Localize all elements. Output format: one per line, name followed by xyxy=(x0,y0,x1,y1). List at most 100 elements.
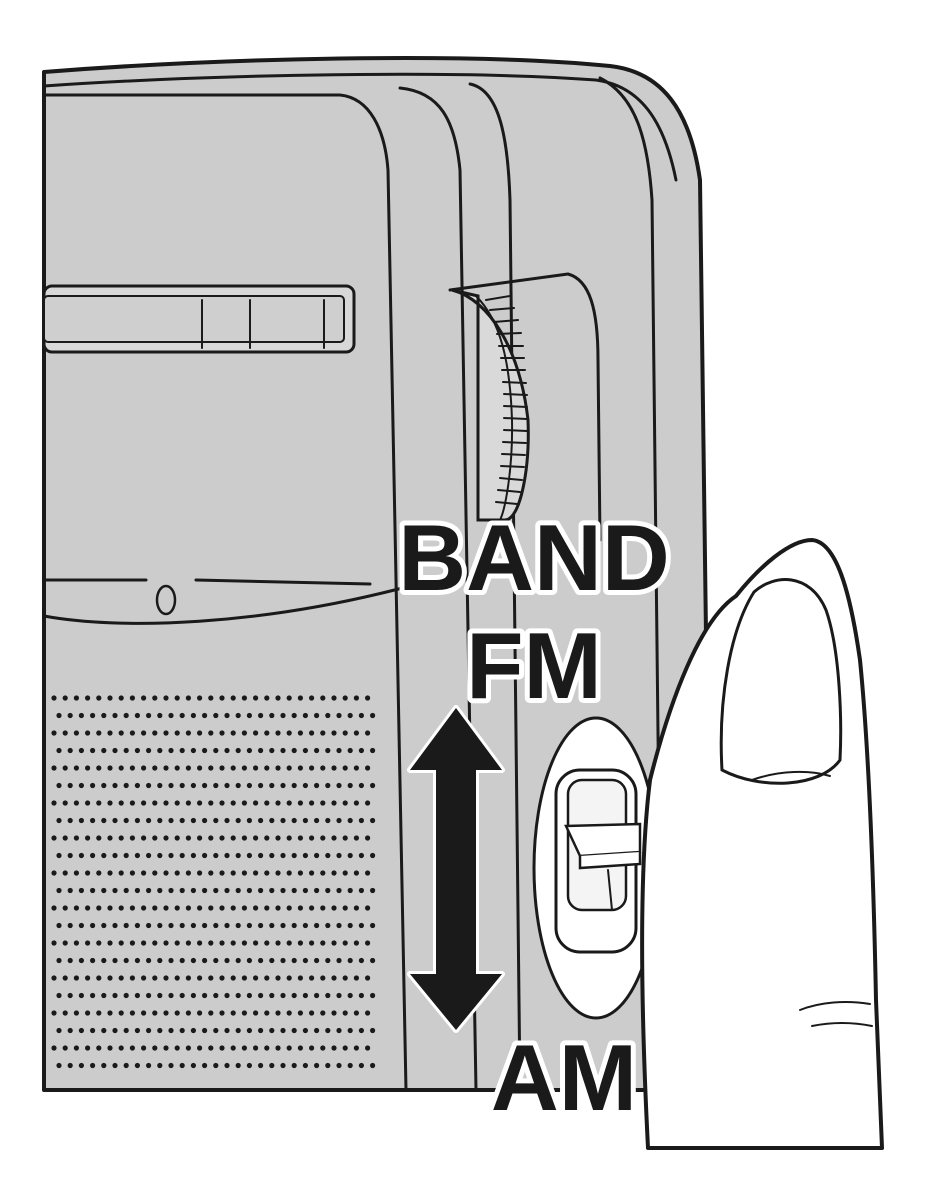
grille-hole xyxy=(190,992,196,999)
grille-hole xyxy=(235,887,241,894)
grille-hole xyxy=(129,905,135,911)
grille-hole xyxy=(118,940,124,946)
grille-hole xyxy=(146,922,152,929)
grille-hole xyxy=(141,765,147,771)
grille-hole xyxy=(286,695,292,701)
grille-hole xyxy=(297,765,303,771)
grille-hole xyxy=(168,887,174,894)
grille-hole xyxy=(208,1045,214,1051)
grille-hole xyxy=(157,992,163,999)
grille-hole xyxy=(269,712,275,719)
grille-hole xyxy=(141,940,147,946)
fingernail xyxy=(719,578,843,785)
grille-hole xyxy=(331,1010,337,1016)
grille-hole xyxy=(112,922,118,929)
grille-hole xyxy=(246,992,252,999)
grille-hole xyxy=(365,1045,371,1051)
grille-hole xyxy=(219,730,225,736)
grille-hole xyxy=(85,765,91,771)
grille-hole xyxy=(78,852,84,859)
band-switch xyxy=(532,716,660,1020)
grille-hole xyxy=(309,730,315,736)
grille-hole xyxy=(269,747,275,754)
grille-hole xyxy=(141,975,147,981)
grille-hole xyxy=(213,852,219,859)
grille-hole xyxy=(190,782,196,789)
grille-hole xyxy=(230,695,236,701)
grille-hole xyxy=(258,992,264,999)
grille-hole xyxy=(197,1010,203,1016)
grille-hole xyxy=(168,1027,174,1034)
grille-hole xyxy=(96,940,102,946)
grille-hole xyxy=(174,905,180,911)
grille-hole xyxy=(190,747,196,754)
grille-hole xyxy=(264,940,270,946)
grille-hole xyxy=(112,1062,118,1069)
grille-hole xyxy=(258,922,264,929)
grille-hole xyxy=(152,975,158,981)
grille-hole xyxy=(101,1027,107,1034)
grille-hole xyxy=(107,730,113,736)
grille-hole xyxy=(358,957,364,964)
grille-hole xyxy=(219,835,225,841)
grille-hole xyxy=(320,765,326,771)
grille-hole xyxy=(90,957,96,964)
grille-hole xyxy=(331,695,337,701)
grille-hole xyxy=(358,852,364,859)
grille-hole xyxy=(331,835,337,841)
grille-hole xyxy=(112,817,118,824)
grille-hole xyxy=(291,1062,297,1069)
grille-hole xyxy=(365,975,371,981)
grille-hole xyxy=(253,1010,259,1016)
grille-hole xyxy=(163,1010,169,1016)
grille-hole xyxy=(96,1010,102,1016)
grille-hole xyxy=(353,940,359,946)
grille-hole xyxy=(157,887,163,894)
grille-hole xyxy=(297,1010,303,1016)
grille-hole xyxy=(241,800,247,806)
grille-hole xyxy=(258,1027,264,1034)
grille-hole xyxy=(370,1062,376,1069)
grille-hole xyxy=(202,852,208,859)
grille-hole xyxy=(78,712,84,719)
grille-hole xyxy=(146,1062,152,1069)
grille-hole xyxy=(309,835,315,841)
grille-hole xyxy=(219,870,225,876)
grille-hole xyxy=(336,1027,342,1034)
grille-hole xyxy=(314,852,320,859)
grille-hole xyxy=(51,1010,57,1016)
grille-hole xyxy=(213,957,219,964)
grille-hole xyxy=(213,1027,219,1034)
grille-hole xyxy=(185,695,191,701)
grille-hole xyxy=(253,940,259,946)
grille-hole xyxy=(67,887,73,894)
grille-hole xyxy=(246,922,252,929)
grille-hole xyxy=(275,1010,281,1016)
grille-hole xyxy=(146,817,152,824)
grille-hole xyxy=(197,1045,203,1051)
grille-hole xyxy=(129,1045,135,1051)
grille-hole xyxy=(185,870,191,876)
grille-hole xyxy=(73,800,79,806)
grille-hole xyxy=(174,1045,180,1051)
grille-hole xyxy=(241,835,247,841)
grille-hole xyxy=(275,1045,281,1051)
grille-hole xyxy=(370,1027,376,1034)
grille-hole xyxy=(134,992,140,999)
grille-hole xyxy=(78,817,84,824)
grille-hole xyxy=(185,975,191,981)
grille-hole xyxy=(286,765,292,771)
grille-hole xyxy=(101,1062,107,1069)
grille-hole xyxy=(208,870,214,876)
grille-hole xyxy=(264,730,270,736)
grille-hole xyxy=(107,940,113,946)
grille-hole xyxy=(246,1062,252,1069)
grille-hole xyxy=(190,957,196,964)
grille-hole xyxy=(107,765,113,771)
grille-hole xyxy=(219,975,225,981)
grille-hole xyxy=(246,887,252,894)
grille-hole xyxy=(134,747,140,754)
grille-hole xyxy=(208,975,214,981)
grille-hole xyxy=(146,782,152,789)
grille-hole xyxy=(235,957,241,964)
